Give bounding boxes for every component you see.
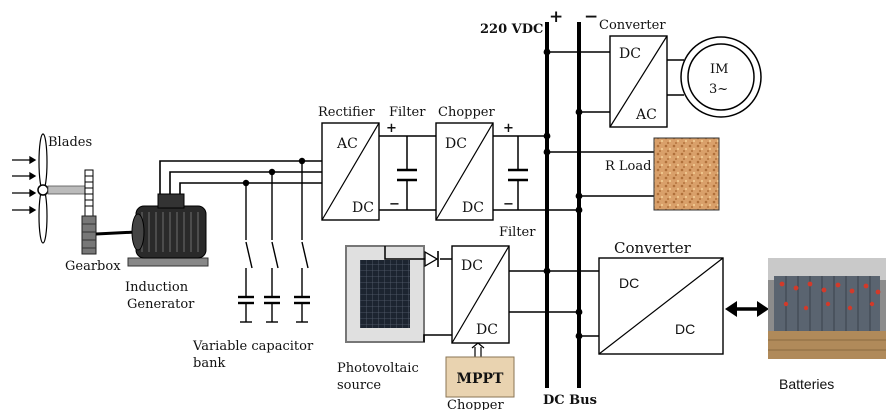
pv-chopper-label: Chopper [447,398,504,410]
rectifier-in-label: AC [336,136,358,152]
capacitor-bank [238,161,310,323]
rectifier-block [321,122,380,221]
filter2-title: Filter [499,225,536,240]
turbine-shaft [47,185,87,195]
blades-label: Blades [48,135,92,150]
rload-wires [547,151,654,197]
gearbox-generator-shaft [95,230,137,236]
filter1-plus: + [386,121,397,136]
filter1-minus: − [389,197,400,212]
bus-voltage-label: 220 VDC [480,22,543,37]
turbine-blades [37,133,49,244]
chopper1-block [435,122,494,221]
converter-top-in-label: DC [619,46,641,62]
converter-top-block [609,35,668,128]
generator-label-line1: Induction [125,280,189,295]
converter-top-out-label: AC [635,107,657,123]
capacitor-label-line1: Variable capacitor [192,339,314,354]
bidirectional-arrow-icon [725,301,769,317]
wind-arrows [12,155,37,215]
diode-icon [424,250,439,268]
battery-converter-wires [547,270,599,337]
rectifier-out-label: DC [352,200,374,216]
gearbox-icon [81,169,97,255]
induction-generator-icon [127,193,209,267]
filter2-minus: − [503,197,514,212]
batteries-label: Batteries [779,376,834,392]
filter2-wires [493,135,579,211]
photovoltaic-panel-icon [345,245,425,343]
mppt-label: MPPT [457,371,505,387]
pv-chopper-out-label: DC [476,322,498,338]
battery-converter-title: Converter [614,239,692,257]
mppt-arrow [471,342,485,357]
battery-converter-in-label: DC [619,275,639,291]
chopper1-title: Chopper [438,105,495,120]
bus-plus-sign: + [549,7,563,27]
motor-label-line2: 3~ [709,82,728,97]
pv-chopper-bus-wires [509,270,579,313]
pv-chopper-in-label: DC [461,258,483,274]
dc-bus-label: DC Bus [543,393,597,408]
converter-top-title: Converter [599,18,666,33]
motor-label-line1: IM [710,62,728,77]
generator-label-line2: Generator [127,297,195,312]
dc-bus [545,22,581,388]
batteries-icon [768,258,886,359]
bus-junction-dots [543,48,583,340]
filter2-plus: + [503,121,514,136]
rload-label: R Load [605,159,651,174]
generator-output-lines [159,160,322,194]
gearbox-label: Gearbox [65,259,121,274]
mppt-block [445,356,515,398]
chopper1-out-label: DC [462,200,484,216]
bus-minus-sign: − [584,7,598,27]
chopper1-in-label: DC [445,136,467,152]
pv-label-line2: source [337,378,381,393]
battery-converter-block [598,257,724,355]
filter1-wires [379,135,436,211]
converter-top-wires [547,51,684,113]
pv-label-line1: Photovoltaic [337,361,419,376]
rectifier-title: Rectifier [318,105,376,120]
filter1-title: Filter [389,105,426,120]
motor-icon [680,36,762,118]
pv-wires [384,246,452,342]
battery-converter-out-label: DC [675,321,695,337]
pv-chopper-block [451,245,510,344]
capacitor-label-line2: bank [193,356,225,371]
resistive-load-icon [653,137,720,211]
